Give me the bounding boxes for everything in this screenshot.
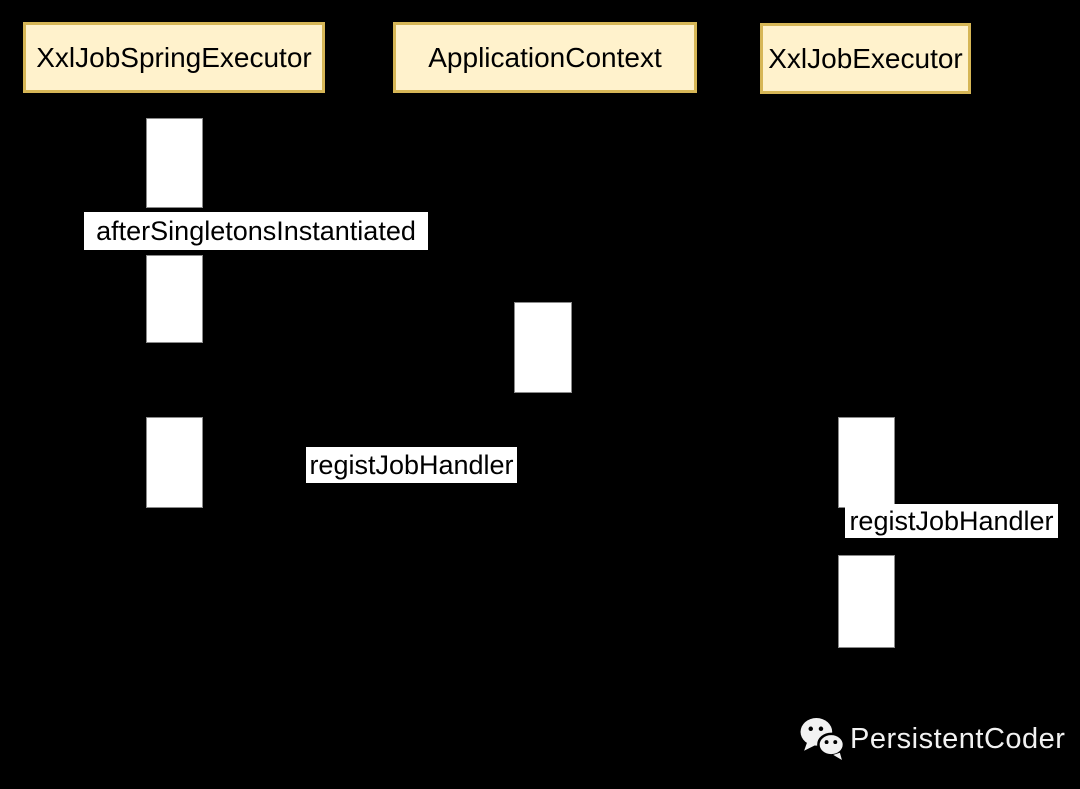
watermark: PersistentCoder <box>799 716 1065 762</box>
message-label-registjobhandler-2: registJobHandler <box>845 504 1058 538</box>
wechat-icon <box>800 718 846 760</box>
activation-bar-springexecutor-3 <box>146 417 203 508</box>
activation-bar-springexecutor-2 <box>146 255 203 343</box>
activation-bar-springexecutor-1 <box>146 118 203 208</box>
participant-applicationcontext: ApplicationContext <box>393 22 697 93</box>
participant-label: XxlJobExecutor <box>768 42 963 74</box>
message-label-registjobhandler-1: registJobHandler <box>306 447 517 483</box>
lifeline-xxljobexecutor <box>865 93 867 683</box>
activation-bar-applicationcontext <box>514 302 572 393</box>
message-label-aftersingletonsinstantiated: afterSingletonsInstantiated <box>84 212 428 250</box>
participant-label: XxlJobSpringExecutor <box>36 41 312 73</box>
participant-xxljobspringexecutor: XxlJobSpringExecutor <box>23 22 325 93</box>
lifeline-xxljobspringexecutor <box>173 93 175 683</box>
activation-bar-xxljobexecutor-2 <box>838 555 895 648</box>
activation-bar-xxljobexecutor-1 <box>838 417 895 508</box>
watermark-text: PersistentCoder <box>850 722 1066 755</box>
participant-xxljobexecutor: XxlJobExecutor <box>760 23 971 94</box>
participant-label: ApplicationContext <box>428 41 662 73</box>
